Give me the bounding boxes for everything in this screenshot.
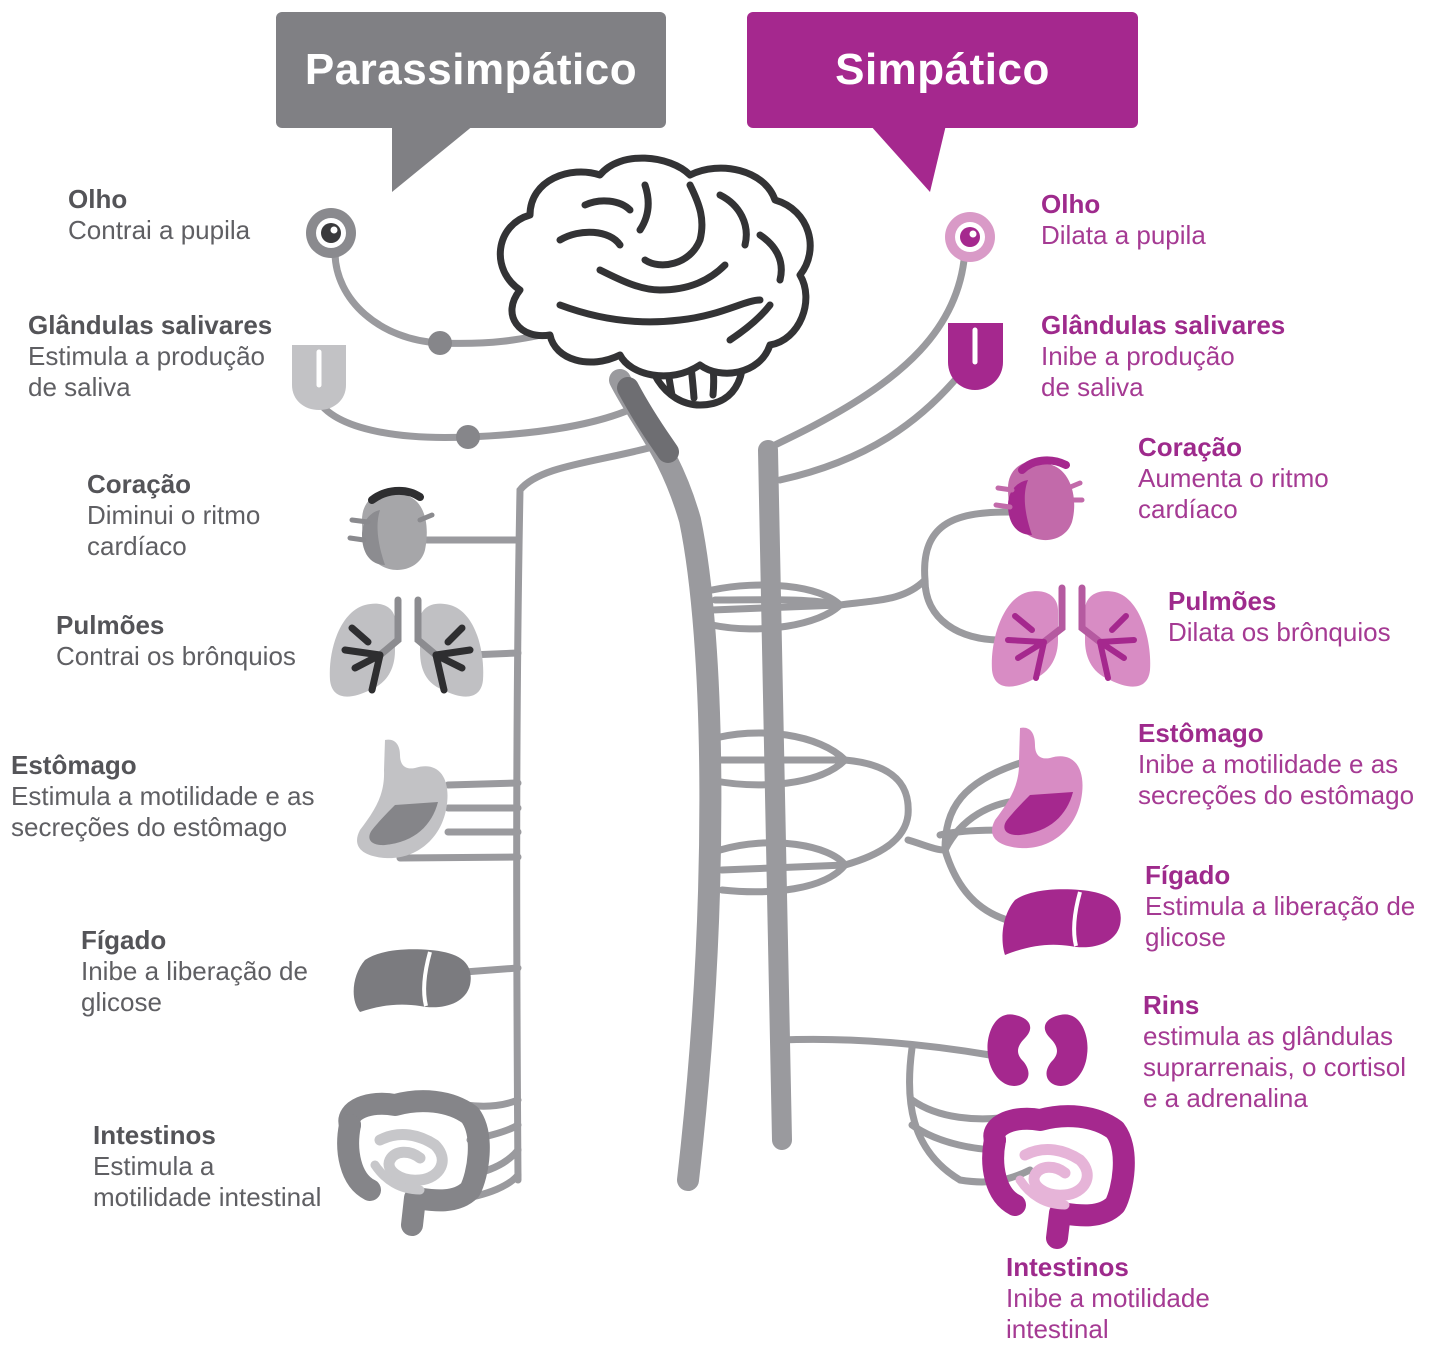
label-title: Rins <box>1143 990 1406 1021</box>
lungs-icon <box>330 600 483 697</box>
simp-olho-label: Olho Dilata a pupila <box>1041 189 1206 251</box>
label-desc: Inibe a produção de saliva <box>1041 341 1285 403</box>
ganglion-dot <box>456 425 480 449</box>
simp-estomago-label: Estômago Inibe a motilidade e as secreçõ… <box>1138 718 1414 811</box>
label-desc: Inibe a liberação de glicose <box>81 956 308 1018</box>
label-desc: Estimula a liberação de glicose <box>1145 891 1415 953</box>
label-desc: Estimula a produção de saliva <box>28 341 272 403</box>
para-olho-label: Olho Contrai a pupila <box>68 184 250 246</box>
label-desc: Inibe a motilidade e as secreções do est… <box>1138 749 1414 811</box>
label-title: Pulmões <box>1168 586 1391 617</box>
simpatico-bubble-tail <box>870 125 946 192</box>
liver-icon <box>1002 889 1120 955</box>
heart-icon <box>996 460 1082 540</box>
label-desc: Aumenta o ritmo cardíaco <box>1138 463 1329 525</box>
tongue-icon <box>292 345 346 410</box>
para-figado-label: Fígado Inibe a liberação de glicose <box>81 925 308 1018</box>
lungs-icon <box>992 588 1150 687</box>
tongue-icon <box>948 323 1003 390</box>
stomach-icon <box>992 728 1083 848</box>
label-title: Fígado <box>81 925 308 956</box>
parassimpatico-header: Parassimpático <box>276 12 666 128</box>
label-title: Glândulas salivares <box>1041 310 1285 341</box>
label-desc: Dilata a pupila <box>1041 220 1206 251</box>
ganglion-dot <box>428 331 452 355</box>
simpatico-header: Simpático <box>747 12 1138 128</box>
para-glandulas-label: Glândulas salivares Estimula a produção … <box>28 310 272 403</box>
para-coracao-label: Coração Diminui o ritmo cardíaco <box>87 469 260 562</box>
label-desc: Diminui o ritmo cardíaco <box>87 500 260 562</box>
spinal-cord <box>620 380 710 1180</box>
liver-icon <box>354 949 471 1012</box>
label-title: Coração <box>87 469 260 500</box>
label-title: Coração <box>1138 432 1329 463</box>
kidneys-icon <box>987 1014 1087 1086</box>
simp-figado-label: Fígado Estimula a liberação de glicose <box>1145 860 1415 953</box>
label-desc: Estimula a motilidade intestinal <box>93 1151 321 1213</box>
label-title: Fígado <box>1145 860 1415 891</box>
label-title: Intestinos <box>93 1120 321 1151</box>
stomach-icon <box>357 740 448 858</box>
simp-rins-label: Rins estimula as glândulas suprarrenais,… <box>1143 990 1406 1114</box>
label-title: Estômago <box>1138 718 1414 749</box>
para-estomago-label: Estômago Estimula a motilidade e as secr… <box>11 750 314 843</box>
para-pulmoes-label: Pulmões Contrai os brônquios <box>56 610 296 672</box>
eye-icon <box>945 212 995 262</box>
simp-pulmoes-label: Pulmões Dilata os brônquios <box>1168 586 1391 648</box>
simp-glandulas-label: Glândulas salivares Inibe a produção de … <box>1041 310 1285 403</box>
label-desc: Contrai a pupila <box>68 215 250 246</box>
heart-icon <box>350 491 432 570</box>
brain-icon <box>500 158 810 405</box>
label-desc: estimula as glândulas suprarrenais, o co… <box>1143 1021 1406 1114</box>
label-title: Estômago <box>11 750 314 781</box>
intestines-icon <box>348 1101 479 1225</box>
label-desc: Dilata os brônquios <box>1168 617 1391 648</box>
label-title: Olho <box>68 184 250 215</box>
label-title: Glândulas salivares <box>28 310 272 341</box>
parassimpatico-bubble-tail <box>392 125 474 192</box>
label-desc: Contrai os brônquios <box>56 641 296 672</box>
label-desc: Inibe a motilidade intestinal <box>1006 1283 1210 1345</box>
label-title: Intestinos <box>1006 1252 1210 1283</box>
para-intestinos-label: Intestinos Estimula a motilidade intesti… <box>93 1120 321 1213</box>
sympathetic-trunk <box>768 450 782 1140</box>
label-desc: Estimula a motilidade e as secreções do … <box>11 781 314 843</box>
simp-intestinos-label: Intestinos Inibe a motilidade intestinal <box>1006 1252 1210 1345</box>
eye-icon <box>306 208 356 258</box>
label-title: Olho <box>1041 189 1206 220</box>
label-title: Pulmões <box>56 610 296 641</box>
simp-coracao-label: Coração Aumenta o ritmo cardíaco <box>1138 432 1329 525</box>
